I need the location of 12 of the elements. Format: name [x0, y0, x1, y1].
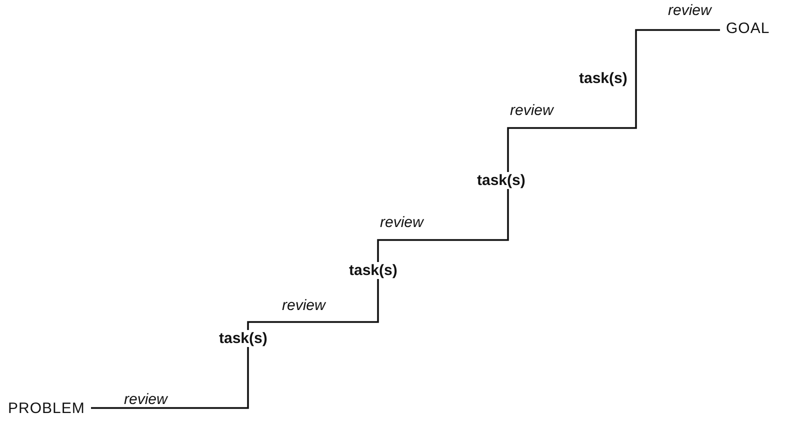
endpoint-label: GOAL — [726, 20, 770, 37]
step-label: review — [510, 102, 554, 119]
step-label: review — [282, 297, 326, 314]
step-label: review — [668, 2, 712, 19]
staircase-line — [91, 29, 720, 409]
endpoint-label: PROBLEM — [8, 400, 85, 417]
riser-label: task(s) — [218, 330, 268, 347]
riser-label: task(s) — [476, 172, 526, 189]
riser-label: task(s) — [578, 70, 628, 87]
riser-label: task(s) — [348, 262, 398, 279]
step-label: review — [124, 391, 168, 408]
step-label: review — [380, 214, 424, 231]
